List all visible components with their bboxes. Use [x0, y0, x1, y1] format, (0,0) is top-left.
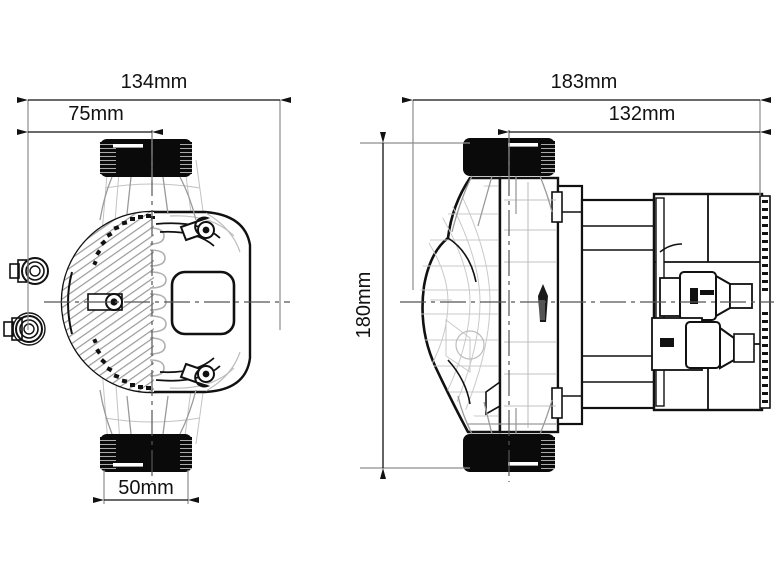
side-cable-connector-upper[interactable]	[659, 271, 753, 348]
fin-tick-marks	[92, 214, 151, 390]
dimension-50mm-label: 50mm	[118, 477, 174, 499]
mounting-bolt-bottom	[179, 362, 215, 388]
side-port-neck-bottom	[457, 395, 556, 435]
dimension-134mm: 134mm	[17, 71, 291, 330]
dimension-75mm: 75mm	[17, 103, 163, 180]
cable-gland-lower[interactable]	[3, 312, 46, 346]
port-flange-top	[100, 139, 192, 177]
motor-barrel	[580, 198, 656, 410]
motor-collar	[556, 184, 584, 426]
port-flange-bottom	[100, 434, 192, 472]
dimension-75mm-label: 75mm	[68, 103, 124, 125]
dimension-183mm-label: 183mm	[551, 71, 618, 93]
dimension-180mm: 180mm	[353, 132, 470, 479]
port-neck-bottom	[99, 389, 197, 435]
port-neck-top	[99, 176, 197, 221]
side-cable-connector-lower[interactable]	[651, 317, 755, 371]
dimension-132mm: 132mm	[498, 103, 771, 196]
motor-barrel-ghost	[504, 182, 556, 428]
front-view: 134mm 75mm 50mm	[3, 71, 291, 504]
motor-barrel-detail	[551, 191, 654, 419]
flow-direction-arrow	[538, 284, 548, 322]
side-view: 183mm 132mm 180mm	[353, 71, 774, 482]
motor-flange-section	[498, 176, 560, 434]
mounting-bolt-top	[179, 216, 215, 242]
dimension-50mm: 50mm	[93, 470, 199, 504]
dimension-180mm-label: 180mm	[353, 272, 375, 339]
fin-end-loops	[149, 227, 167, 377]
side-port-neck-top	[451, 175, 553, 233]
dimension-132mm-label: 132mm	[609, 103, 676, 125]
terminal-box	[170, 270, 236, 336]
dimension-134mm-label: 134mm	[121, 71, 188, 93]
casing-ghost-contours	[169, 212, 241, 392]
